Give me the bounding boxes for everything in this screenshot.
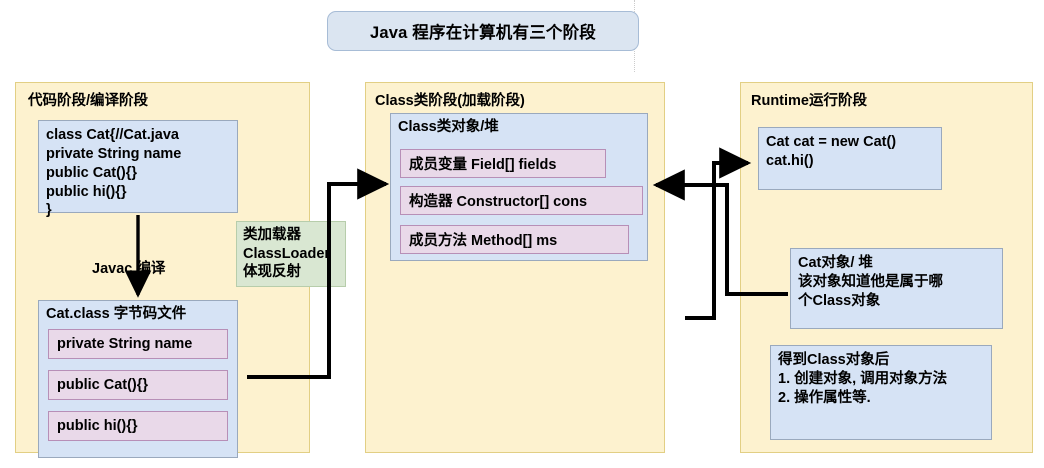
class-object-heading: Class类对象/堆 [398,119,499,135]
code-line: class Cat{//Cat.java [46,127,179,143]
class-file-item: public hi(){} [48,411,228,441]
class-file-item: private String name [48,329,228,359]
class-loader-line: 体现反射 [243,264,301,281]
arrow-class-to-runtime [685,147,752,320]
cat-object-line: 该对象知道他是属于哪 [798,273,943,290]
code-line: cat.hi() [766,152,814,169]
code-line: public hi(){} [46,183,127,200]
class-loader-line: 类加载器 [243,227,301,243]
cat-object-line: 个Class对象 [798,292,881,309]
stage-title-compile: 代码阶段/编译阶段 [28,93,149,109]
class-object-item: 成员方法 Method[] ms [400,225,629,254]
usage-line: 得到Class对象后 [778,352,890,368]
code-line: } [46,202,52,219]
runtime-code-box: Cat cat = new Cat() cat.hi() [758,127,942,190]
stage-title-class-load: Class类阶段(加载阶段) [375,93,525,109]
usage-line: 2. 操作属性等. [778,389,871,406]
cat-object-line: Cat对象/ 堆 [798,255,873,271]
diagram-title: Java 程序在计算机有三个阶段 [327,11,639,51]
arrow-catobject-to-class [652,169,788,296]
class-object-item: 成员变量 Field[] fields [400,149,606,178]
arrow-classloader-load [247,168,390,379]
code-line: public Cat(){} [46,164,138,181]
cat-source-code-box: class Cat{//Cat.java private String name… [38,120,238,218]
class-loader-line: ClassLoader [243,245,331,262]
usage-line: 1. 创建对象, 调用对象方法 [778,370,948,387]
class-object-item: 构造器 Constructor[] cons [400,186,643,215]
cat-class-file-heading: Cat.class 字节码文件 [46,306,187,322]
stage-title-runtime: Runtime运行阶段 [751,93,867,109]
class-object-usage-box: 得到Class对象后 1. 创建对象, 调用对象方法 2. 操作属性等. [770,345,992,440]
code-line: Cat cat = new Cat() [766,134,897,150]
code-line: private String name [46,145,182,162]
class-file-item: public Cat(){} [48,370,228,400]
cat-object-heap-box: Cat对象/ 堆 该对象知道他是属于哪 个Class对象 [790,248,1003,329]
